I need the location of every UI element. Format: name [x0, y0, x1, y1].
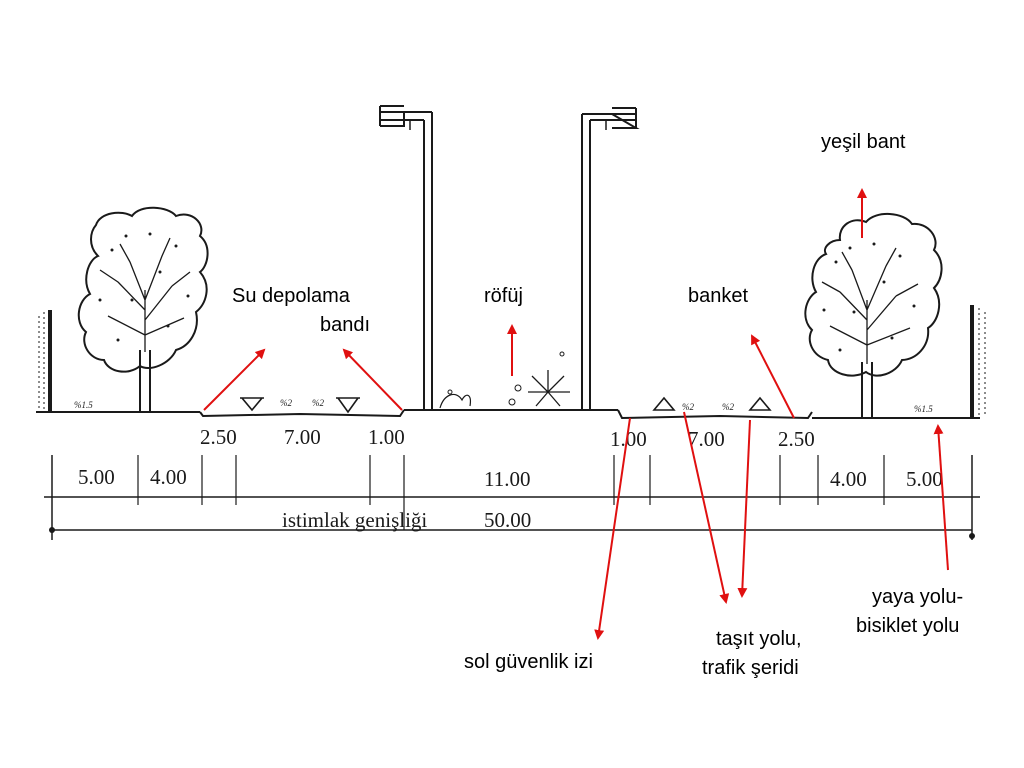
arrow-tasit-2 [737, 419, 751, 598]
dim-right-carriageway: 7.00 [688, 427, 725, 451]
right-boundary-wall [970, 305, 986, 418]
dim-right-sidewalk: 5.00 [906, 467, 943, 491]
dim-right-bank: 2.50 [778, 427, 815, 451]
dimension-values: 2.50 7.00 1.00 1.00 7.00 2.50 5.00 4.00 … [78, 425, 943, 532]
dimension-lines [44, 455, 980, 540]
slope-mark: %1.5 [914, 404, 933, 414]
label-rofuj: röfüj [484, 285, 523, 307]
dim-left-green-band: 4.00 [150, 465, 187, 489]
dim-median: 11.00 [484, 467, 530, 491]
arrow-banket [751, 334, 795, 419]
arrow-tasit-1 [683, 411, 730, 604]
right-street-lamp [581, 107, 640, 410]
arrow-yaya [933, 424, 949, 571]
ground-profile [36, 409, 980, 420]
label-yesil-bant: yeşil bant [821, 131, 906, 153]
total-width-label: istimlak genişliği [282, 508, 427, 532]
dim-left-sidewalk: 5.00 [78, 465, 115, 489]
dim-left-bank: 2.50 [200, 425, 237, 449]
slope-marks: %1.5 %2 %2 %2 %2 %1.5 [74, 398, 933, 414]
left-street-lamp [379, 105, 433, 410]
dim-left-carriageway: 7.00 [284, 425, 321, 449]
dim-right-green-band: 4.00 [830, 467, 867, 491]
label-su-depolama-line1: Su depolama [232, 285, 351, 307]
label-tasit-line2: trafik şeridi [702, 657, 799, 679]
slope-mark: %2 [682, 402, 694, 412]
left-tree [77, 206, 209, 412]
label-banket: banket [688, 285, 748, 307]
label-yaya-line2: bisiklet yolu [856, 615, 959, 637]
right-tree [804, 213, 943, 418]
median-shrubs [439, 351, 570, 409]
total-width-value: 50.00 [484, 508, 531, 532]
label-yaya-line1: yaya yolu- [872, 586, 963, 608]
water-level-markers [240, 396, 772, 414]
slope-mark: %2 [722, 402, 734, 412]
arrow-su-depolama-right [342, 348, 403, 411]
arrow-sol-guvenlik [594, 417, 631, 640]
arrow-su-depolama-left [203, 348, 266, 411]
annotation-labels: yeşil bant Su depolama bandı röfüj banke… [232, 131, 963, 679]
label-sol-guvenlik: sol güvenlik izi [464, 651, 593, 673]
slope-mark: %2 [280, 398, 292, 408]
label-tasit-line1: taşıt yolu, [716, 628, 802, 650]
left-boundary-wall [38, 310, 52, 412]
annotation-arrows [203, 188, 949, 640]
dim-left-safety-strip: 1.00 [368, 425, 405, 449]
slope-mark: %2 [312, 398, 324, 408]
slope-mark: %1.5 [74, 400, 93, 410]
label-su-depolama-line2: bandı [320, 314, 370, 336]
